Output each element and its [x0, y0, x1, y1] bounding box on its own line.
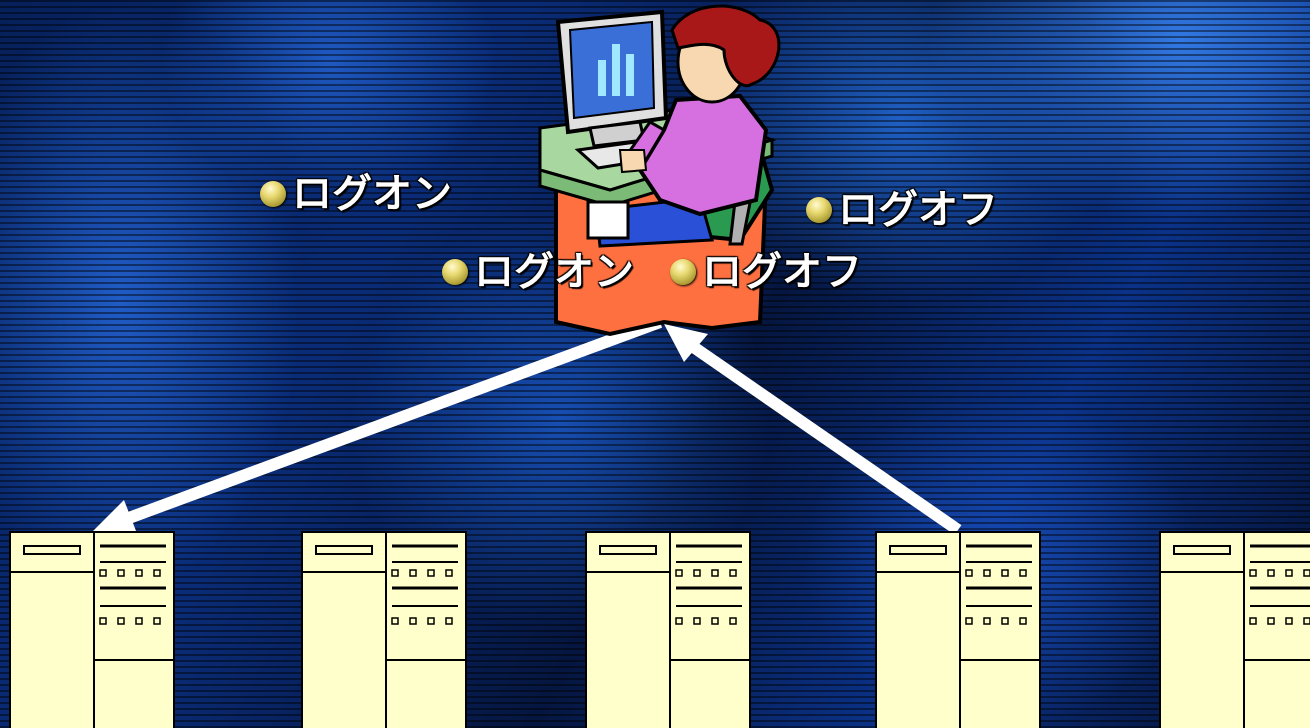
gold-bullet-icon: [670, 259, 696, 285]
server-1: [9, 531, 175, 728]
arrowhead-user: [664, 324, 708, 362]
label-logoff-right: ログオフ: [806, 186, 998, 234]
label-logoff-center: ログオフ: [670, 248, 862, 296]
server-2: [301, 531, 467, 728]
arrow-user-to-server-1: [115, 316, 663, 528]
server-5: [1159, 531, 1310, 728]
gold-bullet-icon: [806, 197, 832, 223]
label-logoff-right-text: ログオフ: [838, 187, 998, 233]
user-at-computer-icon: [538, 4, 781, 337]
arrows: [92, 316, 962, 536]
label-logon-center: ログオン: [442, 248, 634, 296]
label-logon-center-text: ログオン: [474, 249, 634, 295]
arrowhead-server-1: [92, 500, 138, 536]
label-logon-left-text: ログオン: [292, 171, 452, 217]
server-4: [875, 531, 1041, 728]
server-3: [585, 531, 751, 728]
gold-bullet-icon: [260, 181, 286, 207]
label-logon-left: ログオン: [260, 170, 452, 218]
arrow-server-4-to-user: [688, 341, 962, 535]
gold-bullet-icon: [442, 259, 468, 285]
label-logoff-center-text: ログオフ: [702, 249, 862, 295]
